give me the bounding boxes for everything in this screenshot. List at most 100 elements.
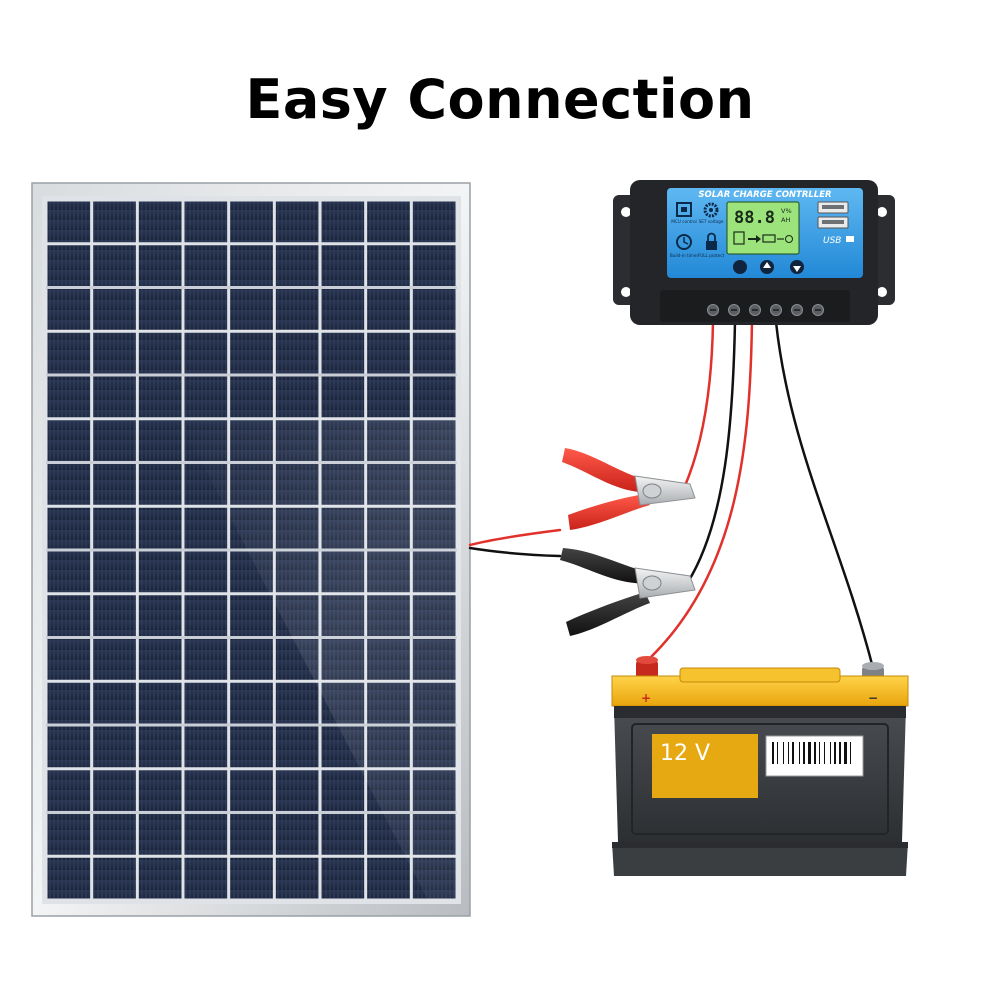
solar-cell (47, 770, 91, 811)
solar-cell (138, 376, 182, 418)
solar-cell (184, 289, 228, 330)
solar-cell (184, 332, 228, 374)
car-battery: + − 12 V (611, 656, 909, 876)
solar-cell (47, 376, 91, 418)
solar-cell (138, 464, 182, 505)
solar-cell (93, 770, 136, 811)
solar-cell (138, 551, 182, 593)
solar-cell (93, 551, 136, 593)
solar-cell (230, 245, 273, 286)
solar-cell (275, 857, 319, 899)
controller-wire-pv-negative (686, 320, 737, 584)
solar-cell (184, 682, 228, 724)
up-button[interactable] (760, 260, 774, 274)
solar-cell (184, 245, 228, 286)
solar-cell (230, 857, 273, 899)
mcu-control-label: MCU control (671, 219, 696, 224)
solar-cell (47, 639, 91, 680)
solar-cell (275, 201, 319, 243)
solar-cell (275, 376, 319, 418)
terminal-screws (707, 304, 824, 316)
solar-cell (321, 201, 365, 243)
solar-cell (184, 507, 228, 549)
solar-cell (184, 551, 228, 593)
solar-cell (230, 595, 273, 636)
lcd-unit-top: V% (781, 207, 792, 215)
solar-cell (412, 376, 456, 418)
solar-cell (367, 332, 410, 374)
mcu-chip-icon (676, 202, 692, 217)
solar-cell (47, 201, 91, 243)
solar-cell (184, 595, 228, 636)
solar-cell (367, 376, 410, 418)
battery-barcode (765, 735, 864, 777)
solar-cell (47, 464, 91, 505)
solar-cell (412, 289, 456, 330)
solar-cell (47, 245, 91, 286)
black-alligator-clip (560, 548, 696, 636)
solar-cell (184, 639, 228, 680)
panel-busbar (46, 373, 457, 377)
lcd-unit-bottom: AH (781, 216, 790, 224)
solar-cell (275, 770, 319, 811)
page-title: Easy Connection (245, 68, 755, 131)
solar-cell (138, 289, 182, 330)
solar-cell (138, 420, 182, 461)
solar-cell (93, 857, 136, 899)
solar-cell (230, 201, 273, 243)
solar-cell (321, 245, 365, 286)
panel-glare (180, 420, 461, 904)
solar-cell (367, 201, 410, 243)
controller-wire-battery-negative (774, 320, 875, 670)
menu-button[interactable] (733, 260, 747, 274)
controller-brand-label: SOLAR CHARGE CONTRLLER (698, 190, 831, 200)
solar-cell (230, 376, 273, 418)
panel-busbar (46, 723, 457, 727)
solar-cell (367, 245, 410, 286)
down-button[interactable] (790, 260, 804, 274)
solar-cell (93, 639, 136, 680)
solar-cell (138, 770, 182, 811)
solar-cell (275, 245, 319, 286)
solar-cell (93, 201, 136, 243)
solar-cell (367, 289, 410, 330)
panel-busbar (46, 286, 457, 289)
solar-cell (93, 245, 136, 286)
solar-cell (412, 332, 456, 374)
solar-cell (184, 376, 228, 418)
solar-cell (47, 814, 91, 855)
gear-icon (703, 202, 719, 218)
solar-cell (321, 332, 365, 374)
solar-cell (47, 289, 91, 330)
solar-cell (93, 595, 136, 636)
solar-cell (275, 726, 319, 768)
battery-voltage-label: 12 V (660, 741, 710, 766)
solar-cell (230, 770, 273, 811)
battery-voltage-badge (652, 734, 758, 798)
usb-label: USB (823, 236, 841, 246)
solar-cell (275, 332, 319, 374)
controller-wire-battery-positive (648, 320, 754, 660)
solar-cell (321, 376, 365, 418)
solar-cell (93, 332, 136, 374)
solar-cell (230, 289, 273, 330)
solar-cell (47, 857, 91, 899)
solar-cell (47, 726, 91, 768)
red-alligator-clip (562, 448, 696, 530)
solar-cell (138, 201, 182, 243)
solar-cell (184, 857, 228, 899)
solar-cell (230, 639, 273, 680)
solar-cell (138, 814, 182, 855)
solar-cell (93, 682, 136, 724)
solar-cell (138, 595, 182, 636)
panel-cable-red (468, 528, 562, 547)
solar-cell (321, 770, 365, 811)
solar-cell (47, 420, 91, 461)
controller-wire-pv-positive (682, 320, 715, 490)
solar-cell (275, 814, 319, 855)
clock-icon (676, 234, 692, 250)
solar-charge-controller: SOLAR CHARGE CONTRLLER MCU control SET v… (613, 180, 895, 325)
lcd-digits: 88.8 (734, 208, 775, 228)
solar-cell (184, 726, 228, 768)
solar-cell (275, 682, 319, 724)
